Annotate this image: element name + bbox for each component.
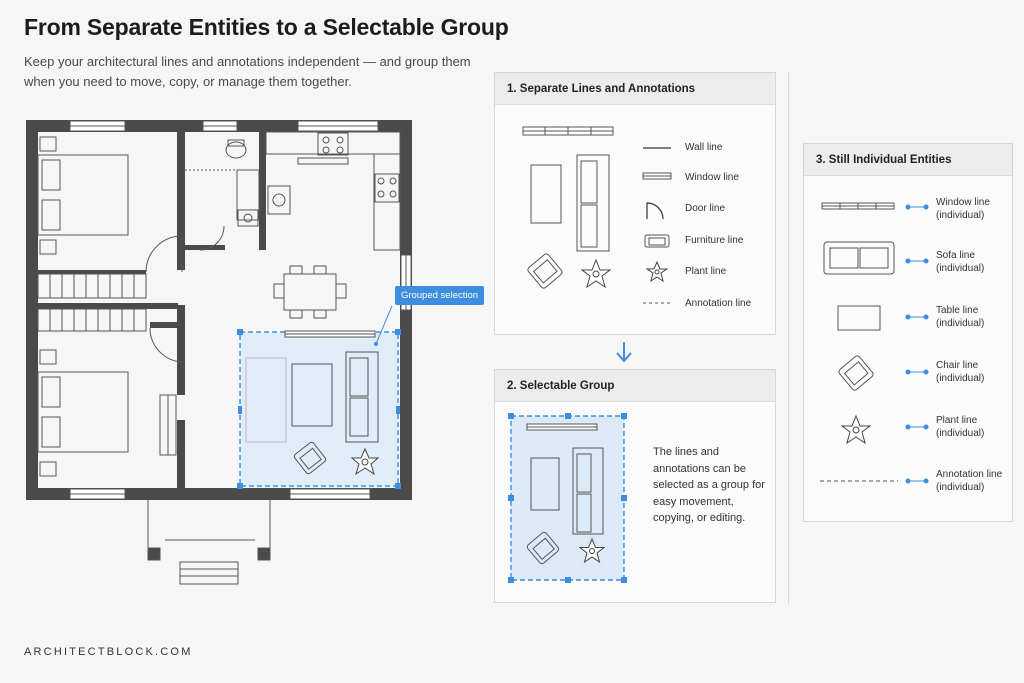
- entity-annotation: Annotation line (individual): [936, 468, 1016, 494]
- entity-chair-note: (individual): [936, 373, 985, 384]
- entity-annotation-note: (individual): [936, 482, 985, 493]
- legend-door-line: Door line: [685, 203, 726, 214]
- entity-table-name: Table line: [936, 305, 979, 316]
- page-subtitle: Keep your architectural lines and annota…: [24, 54, 471, 89]
- legend-window-line: Window line: [685, 172, 739, 183]
- section-divider: [788, 72, 789, 604]
- page-title: From Separate Entities to a Selectable G…: [24, 14, 509, 40]
- entity-annotation-name: Annotation line: [936, 469, 1003, 480]
- arrow-down-icon: [616, 342, 632, 363]
- entity-plant: Plant line (individual): [936, 414, 1016, 440]
- entity-table: Table line (individual): [936, 304, 1016, 330]
- panel-group-title: 2. Selectable Group: [495, 370, 775, 402]
- group-description: The lines and annotations can be selecte…: [653, 446, 765, 524]
- floor-plan: [26, 120, 412, 585]
- entity-table-note: (individual): [936, 318, 985, 329]
- panel-separate-title: 1. Separate Lines and Annotations: [495, 73, 775, 105]
- panel-separate-entities: 1. Separate Lines and Annotations: [494, 72, 776, 335]
- entity-window-note: (individual): [936, 210, 985, 221]
- entity-sofa-name: Sofa line: [936, 250, 975, 261]
- entity-window: Window line (individual): [936, 196, 1016, 222]
- entity-window-name: Window line: [936, 197, 990, 208]
- legend-wall-line: Wall line: [685, 142, 723, 153]
- panel-entities-title: 3. Still Individual Entities: [804, 144, 1012, 176]
- entity-plant-note: (individual): [936, 428, 985, 439]
- entity-sofa-note: (individual): [936, 263, 985, 274]
- entity-plant-name: Plant line: [936, 415, 978, 426]
- entity-sofa: Sofa line (individual): [936, 249, 1016, 275]
- panel-individual-entities: 3. Still Individual Entities: [803, 143, 1013, 522]
- selectable-group-drawing[interactable]: [495, 370, 777, 604]
- legend-furniture-line: Furniture line: [685, 235, 744, 246]
- footer-brand: ARCHITECTBLOCK.COM: [24, 646, 193, 658]
- legend-plant-line: Plant line: [685, 266, 727, 277]
- panel-selectable-group: 2. Selectable Group The lines and annota: [494, 369, 776, 603]
- entity-chair-name: Chair line: [936, 360, 979, 371]
- grouped-selection-callout: Grouped selection: [395, 286, 484, 305]
- individual-entities-drawing: [820, 202, 929, 484]
- separate-entities-drawing: [522, 126, 672, 304]
- legend-annotation-line: Annotation line: [685, 298, 752, 309]
- grouped-selection[interactable]: [237, 305, 401, 489]
- entity-chair: Chair line (individual): [936, 359, 1016, 385]
